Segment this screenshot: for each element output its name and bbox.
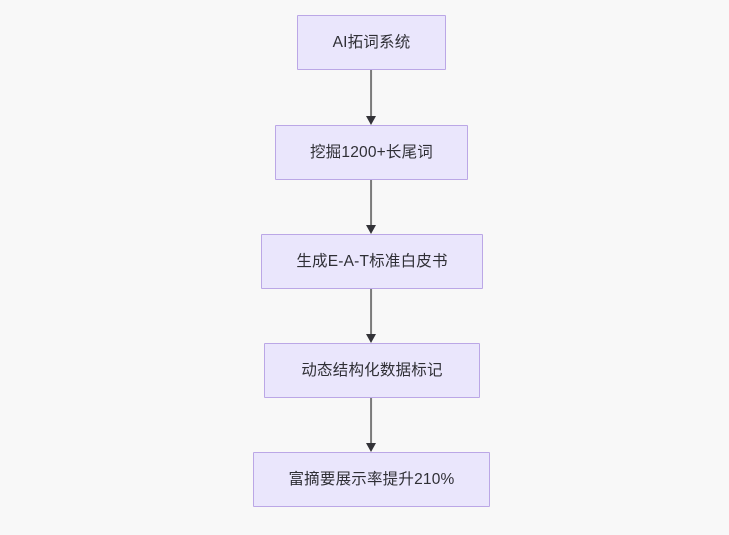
flow-node-3[interactable]: 生成E-A-T标准白皮书 <box>261 234 483 289</box>
flow-node-2-label: 挖掘1200+长尾词 <box>309 143 434 161</box>
flow-node-2[interactable]: 挖掘1200+长尾词 <box>275 125 468 180</box>
flow-edge-shaft <box>370 289 372 335</box>
flow-node-4[interactable]: 动态结构化数据标记 <box>264 343 480 398</box>
flow-edge-shaft <box>370 398 372 444</box>
arrowhead-icon <box>366 225 376 234</box>
flow-node-1-label: AI拓词系统 <box>332 33 411 51</box>
arrowhead-icon <box>366 116 376 125</box>
flow-node-4-label: 动态结构化数据标记 <box>301 361 443 379</box>
flow-edge-2-to-3 <box>362 180 380 234</box>
flow-edge-1-to-2 <box>362 70 380 125</box>
flow-node-5-label: 富摘要展示率提升210% <box>288 470 455 488</box>
flow-edge-shaft <box>370 70 372 117</box>
arrowhead-icon <box>366 334 376 343</box>
arrowhead-icon <box>366 443 376 452</box>
flow-edge-shaft <box>370 180 372 226</box>
flow-edge-3-to-4 <box>362 289 380 343</box>
flow-node-1[interactable]: AI拓词系统 <box>297 15 446 70</box>
flow-node-5[interactable]: 富摘要展示率提升210% <box>253 452 490 507</box>
flow-node-3-label: 生成E-A-T标准白皮书 <box>296 252 448 270</box>
flow-edge-4-to-5 <box>362 398 380 452</box>
